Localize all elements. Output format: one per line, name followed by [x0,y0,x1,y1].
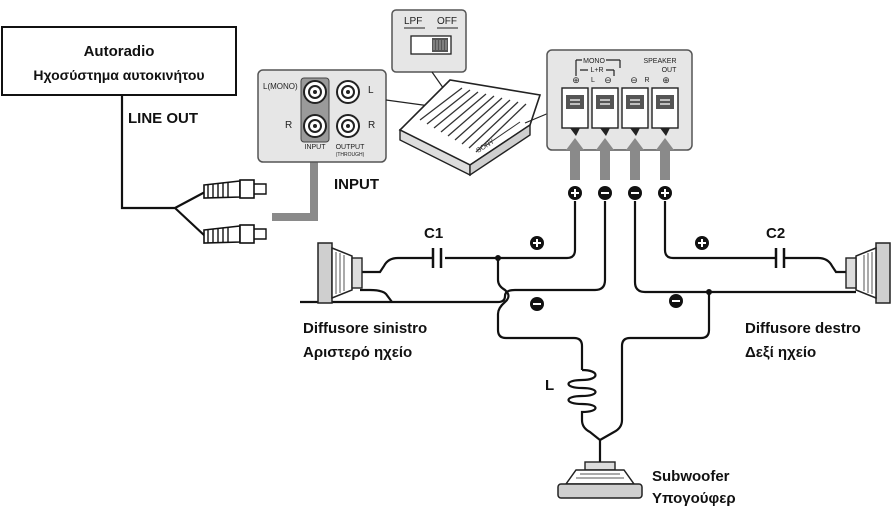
svg-text:⊕: ⊕ [572,75,580,85]
out-label: OUT [662,67,678,74]
right-plus-wire [663,201,776,260]
left-minus-wire [300,201,607,304]
svg-text:⊖: ⊖ [630,75,638,85]
plus-icon [658,186,672,200]
minus-icon [598,186,612,200]
minus-icon [669,294,683,308]
subwoofer-return-wire [599,292,711,441]
lr-label: L+R [590,67,603,74]
speaker-label: SPEAKER [643,58,676,65]
through-label: (THROUGH) [336,152,365,158]
radio-title: Autoradio [84,43,155,60]
radio-title-greek: Ηχοσύστημα αυτοκινήτου [33,67,204,83]
rca-plug-icon [203,179,267,199]
svg-text:⊖: ⊖ [604,75,612,85]
r-left-label: R [285,120,292,131]
c2-label: C2 [766,225,785,242]
left-speaker-label-greek: Αριστερό ηχείο [303,344,412,361]
minus-icon [628,186,642,200]
line-out-cable [120,95,206,237]
lpf-label: LPF [404,16,422,27]
mono-label: MONO [583,58,605,65]
l-right-label: L [368,85,374,96]
right-speaker-label: Diffusore destro [745,320,861,337]
svg-text:⊕: ⊕ [662,75,670,85]
plus-icon [568,186,582,200]
plus-icon [695,236,709,250]
r-right-label: R [368,120,375,131]
subwoofer-label: Subwoofer [652,468,730,485]
right-minus-wire [633,201,856,294]
switch-icon: LPF OFF [391,9,467,73]
line-out-label: LINE OUT [128,110,198,127]
off-label: OFF [437,16,457,27]
input-callout-line [385,99,431,107]
speaker-icon [557,461,643,499]
right-speaker-label-greek: Δεξί ηχείο [745,344,816,361]
input-arrow [272,148,326,221]
input-label: INPUT [305,144,327,151]
rca-plug-icon [203,224,267,244]
output-label: OUTPUT [336,144,366,151]
l-out-label: L [591,77,595,84]
input-arrow-label: INPUT [334,176,379,193]
plus-icon [530,236,544,250]
speaker-icon [845,242,891,304]
amplifier-icon: SONY [398,79,542,177]
inductor-l [567,368,602,462]
inductor-feed-wire [496,258,584,370]
capacitor-c2 [774,248,786,268]
r-out-label: R [644,77,649,84]
left-speaker-label: Diffusore sinistro [303,320,427,337]
capacitor-c1 [431,248,443,268]
c1-label: C1 [424,225,443,242]
speaker-out-panel: MONO L+R SPEAKER OUT L R ⊕ ⊖ ⊖ ⊕ [546,49,693,151]
l-label: L [545,377,554,394]
car-radio: Autoradio Ηχοσύστημα αυτοκινήτου [1,26,237,96]
subwoofer-label-greek: Υπογούφερ [652,490,736,507]
minus-icon [530,297,544,311]
left-plus-wire [445,201,577,260]
input-panel: L(MONO) R L R INPUT OUTPUT (THROUGH) [257,69,387,163]
speaker-icon [317,242,363,304]
l-mono-label: L(MONO) [263,82,298,91]
terminal-arrows [566,138,674,180]
